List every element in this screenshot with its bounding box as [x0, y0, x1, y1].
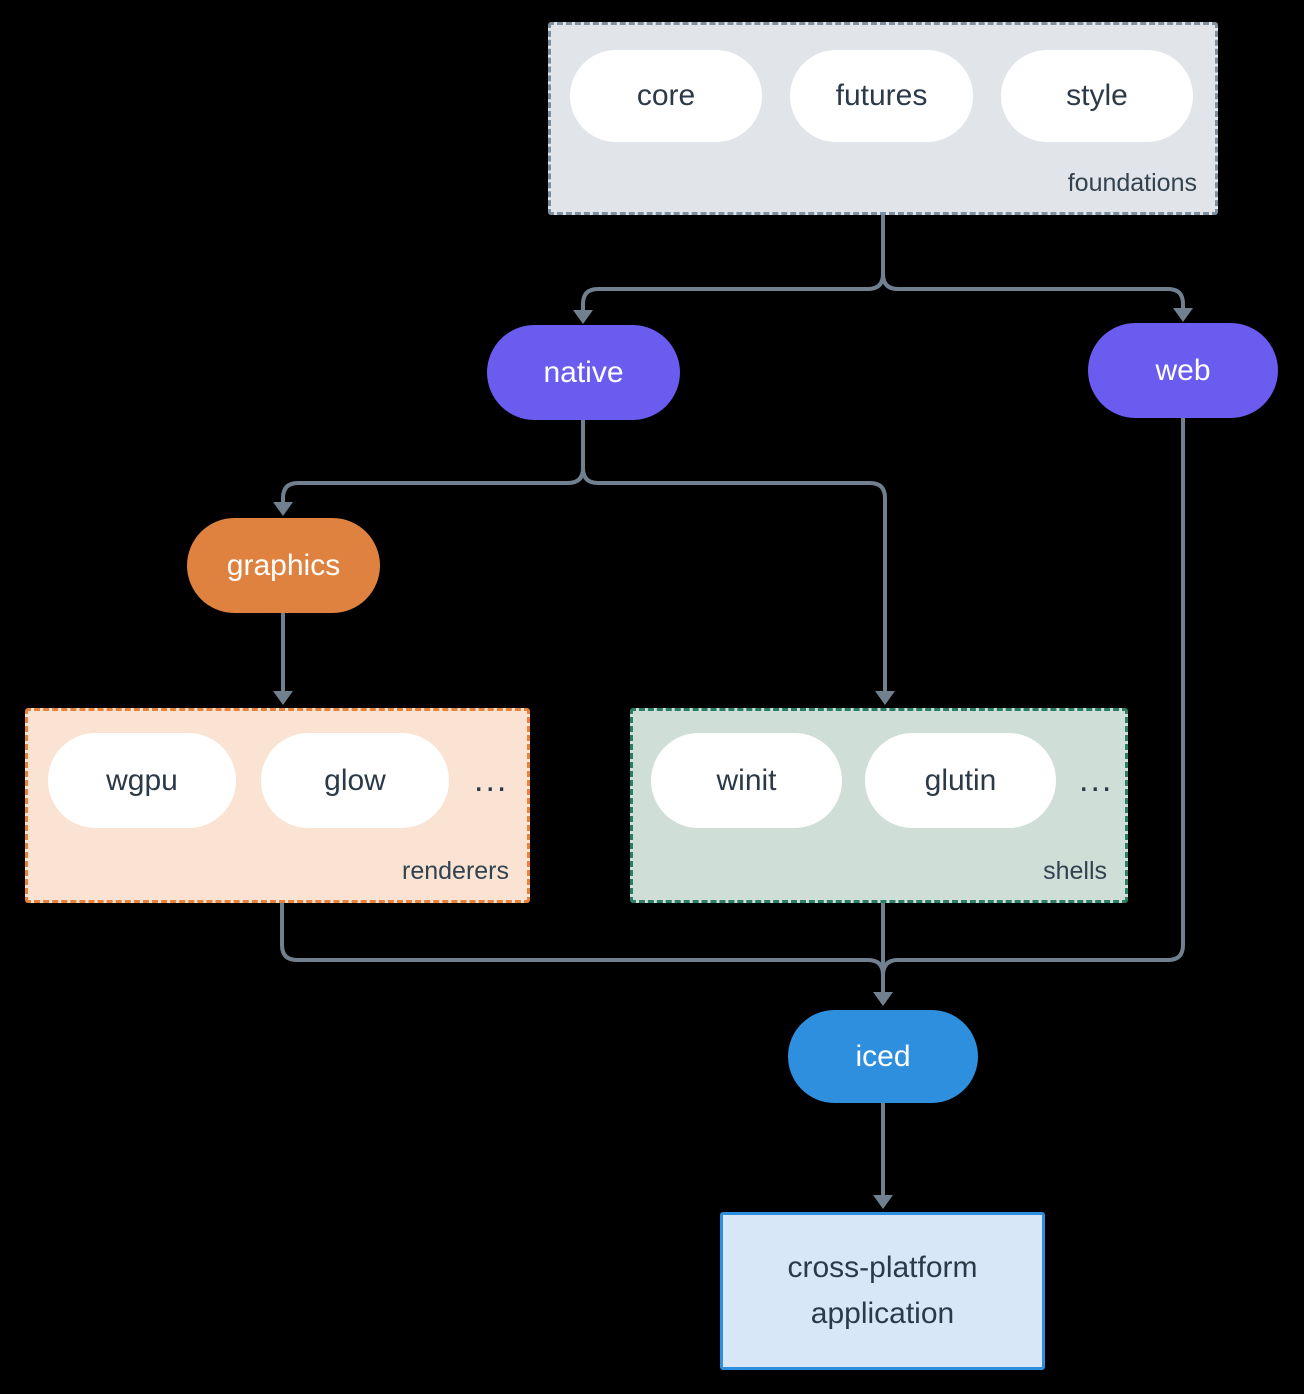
pill-style-label: style [1066, 79, 1128, 112]
pill-glow: glow [261, 733, 449, 828]
foundations-pills: core futures style [551, 25, 1215, 167]
pill-wgpu: wgpu [48, 733, 236, 828]
arrowhead-graphics [273, 502, 293, 516]
arrowhead-web [1173, 308, 1193, 322]
renderers-pills: wgpu glow ... [28, 711, 527, 850]
pill-glutin-label: glutin [924, 763, 997, 797]
pill-style: style [1001, 50, 1193, 142]
pill-glutin: glutin [865, 733, 1056, 828]
edge-native-graphics [281, 420, 585, 504]
pill-winit: winit [651, 733, 842, 828]
node-graphics-label: graphics [226, 548, 341, 582]
group-renderers-label: renderers [402, 857, 509, 885]
edge-foundations-native [581, 215, 885, 312]
node-application: cross-platform application [720, 1212, 1045, 1370]
shells-pills: winit glutin ... [633, 711, 1125, 850]
group-foundations-label: foundations [1067, 169, 1197, 197]
arrowhead-iced [873, 992, 893, 1006]
edge-renderers-iced [280, 903, 885, 992]
arrowhead-application [873, 1195, 893, 1209]
node-native-label: native [543, 355, 624, 389]
pill-winit-label: winit [716, 763, 777, 797]
arrowhead-renderers [273, 691, 293, 705]
group-foundations: core futures style foundations [548, 22, 1218, 215]
pill-core: core [570, 50, 762, 142]
edge-web-iced [881, 418, 1185, 992]
shells-ellipsis: ... [1079, 761, 1114, 799]
node-iced: iced [788, 1010, 978, 1103]
arrowhead-native [573, 310, 593, 324]
node-native: native [487, 325, 680, 420]
edge-native-shells [581, 420, 887, 693]
pill-futures-label: futures [835, 79, 928, 112]
arrowhead-shells [875, 691, 895, 705]
pill-futures: futures [790, 50, 973, 142]
group-renderers: wgpu glow ... renderers [25, 708, 530, 903]
node-web: web [1088, 323, 1278, 418]
node-application-label: cross-platform application [787, 1251, 978, 1330]
node-graphics: graphics [187, 518, 380, 613]
pill-wgpu-label: wgpu [106, 763, 178, 797]
group-shells-label: shells [1043, 857, 1107, 885]
pill-core-label: core [636, 79, 696, 112]
edge-foundations-web [881, 215, 1185, 310]
group-shells: winit glutin ... shells [630, 708, 1128, 903]
pill-glow-label: glow [324, 763, 386, 797]
node-web-label: web [1155, 353, 1211, 387]
node-iced-label: iced [855, 1039, 911, 1073]
renderers-ellipsis: ... [474, 761, 509, 799]
